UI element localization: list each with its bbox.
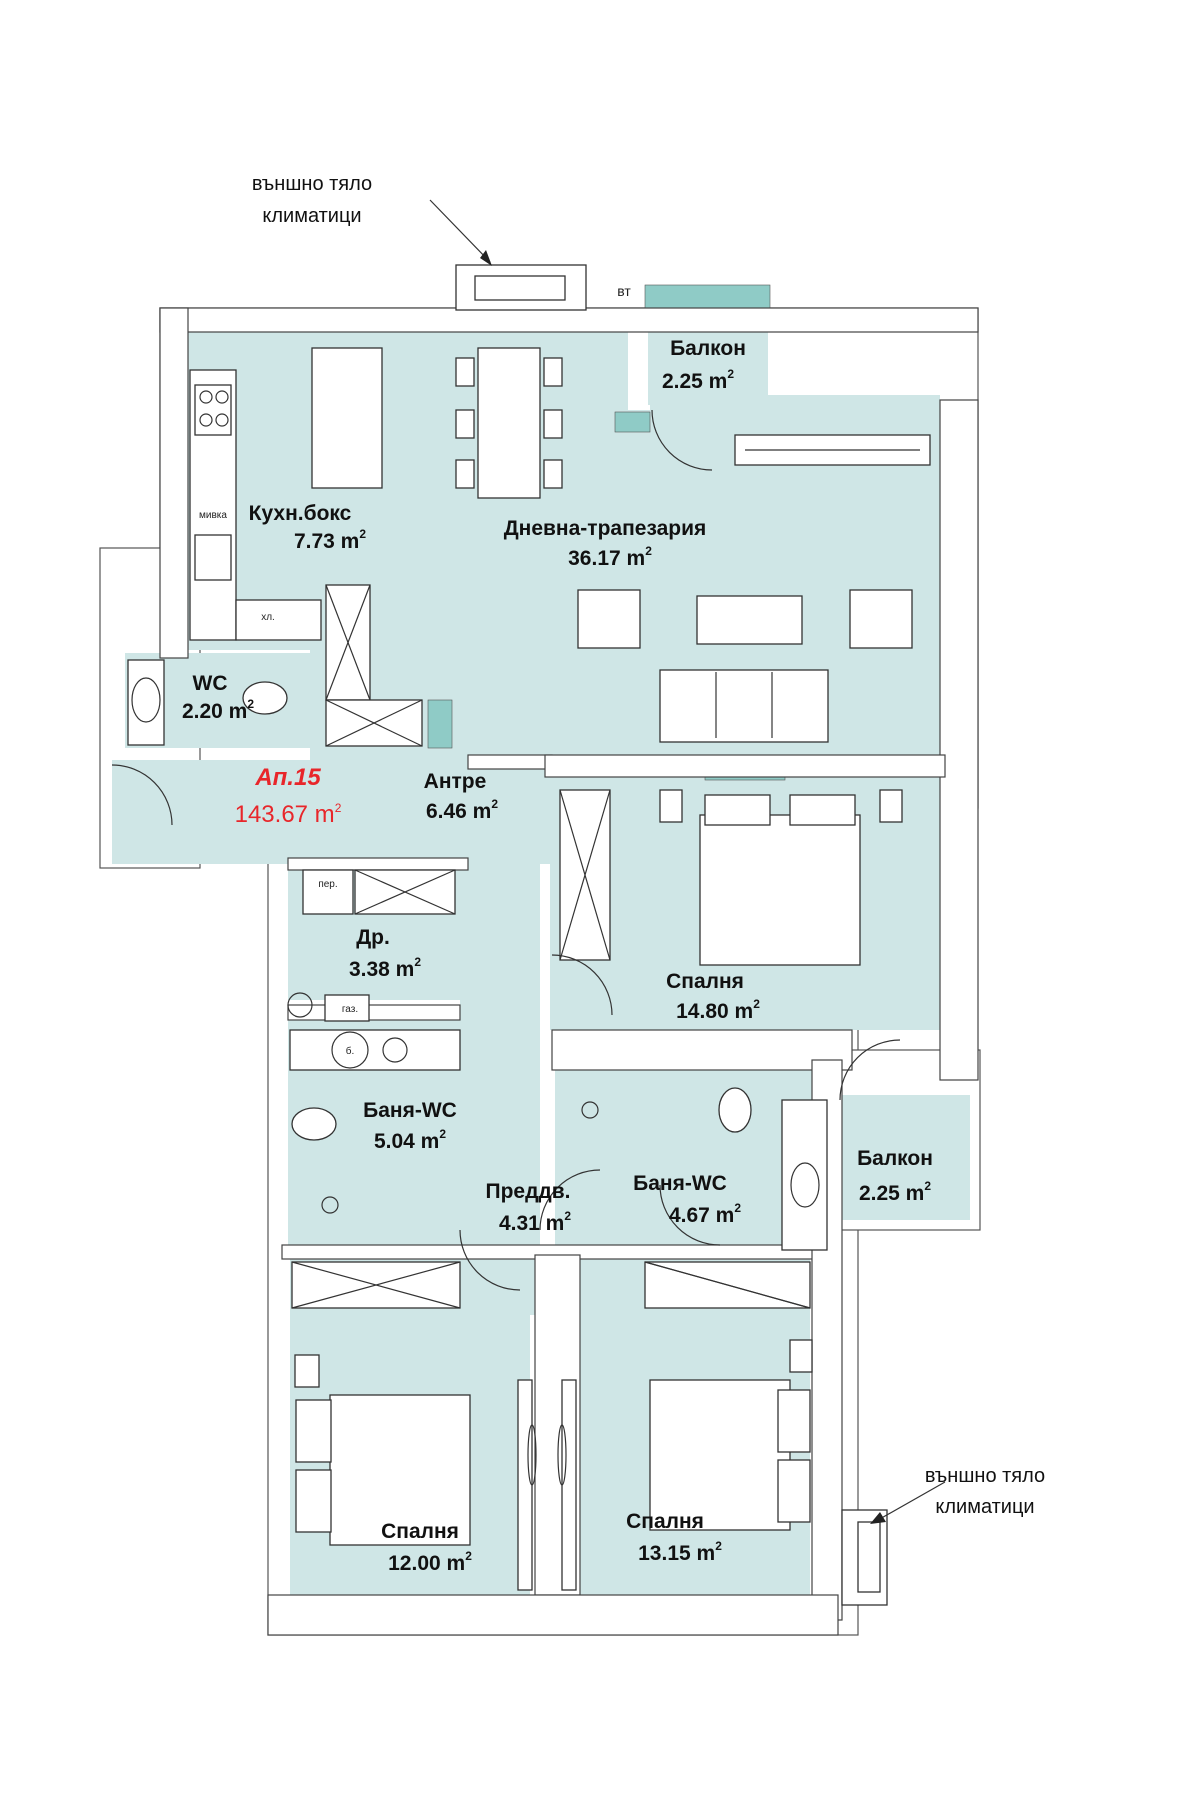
living-furniture xyxy=(577,434,931,743)
wardrobes xyxy=(291,584,811,1309)
bath1-name: Баня-WC xyxy=(363,1099,457,1122)
kitchen-name: Кухн.бокс xyxy=(249,502,352,525)
doors xyxy=(111,409,901,1291)
gas-label: газ. xyxy=(342,1004,358,1015)
fridge-label: хл. xyxy=(261,612,275,623)
ac-top-line2: климатици xyxy=(262,205,361,227)
apartment-name: Ап.15 xyxy=(254,764,321,791)
ac-bottom-line1: външно тяло xyxy=(925,1465,1045,1487)
kitchen-fixtures: мивка хл. xyxy=(189,347,383,641)
boiler-label: б. xyxy=(346,1045,355,1057)
wc-name: WC xyxy=(193,672,228,695)
kitchen-area: 7.73 m2 xyxy=(294,527,366,553)
ac-bottom-line2: климатици xyxy=(935,1496,1034,1518)
entrance-area: 6.46 m2 xyxy=(426,797,498,823)
storage-area: 3.38 m2 xyxy=(349,955,421,981)
wc-area: 2.20 m2 xyxy=(182,697,254,723)
hall-area: 4.31 m2 xyxy=(499,1209,571,1235)
ac-top-line1: външно тяло xyxy=(252,173,372,195)
bedroom-left-name: Спалня xyxy=(381,1520,459,1543)
living-area: 36.17 m2 xyxy=(568,544,652,570)
bedroom-main-name: Спалня xyxy=(666,970,744,993)
washer-label: пер. xyxy=(318,879,337,890)
storage-name: Др. xyxy=(356,926,390,949)
floor-entrance xyxy=(112,760,562,864)
balcony-top-name: Балкон xyxy=(670,337,746,360)
bedroom-left-area: 12.00 m2 xyxy=(388,1549,472,1575)
balcony-right-name: Балкон xyxy=(857,1147,933,1170)
bedroom-main-area: 14.80 m2 xyxy=(676,997,760,1023)
ac-units xyxy=(429,199,946,1606)
bedroom-right-name: Спалня xyxy=(626,1510,704,1533)
entrance-name: Антре xyxy=(424,770,487,793)
bath2-name: Баня-WC xyxy=(633,1172,727,1195)
bedroom-right-area: 13.15 m2 xyxy=(638,1539,722,1565)
hall-name: Преддв. xyxy=(485,1180,570,1203)
floor-hall xyxy=(460,860,540,1315)
dining-table xyxy=(455,347,563,499)
balcony-top-area: 2.25 m2 xyxy=(662,367,734,393)
sanitary: б. газ. пер. xyxy=(127,659,828,1251)
bath1-area: 5.04 m2 xyxy=(374,1127,446,1153)
beds xyxy=(294,789,903,1546)
sliding-doors xyxy=(517,1379,577,1591)
sink-label: мивка xyxy=(199,510,227,521)
balcony-right-area: 2.25 m2 xyxy=(859,1179,931,1205)
apartment-area: 143.67 m2 xyxy=(235,801,342,828)
labels: външно тяло климатици вт Балкон 2.25 m2 … xyxy=(182,173,1045,1575)
floor-bath2 xyxy=(555,1070,815,1245)
vt-label: вт xyxy=(617,283,631,299)
floor-balcony-right xyxy=(842,1095,970,1220)
living-name: Дневна-трапезария xyxy=(504,517,707,540)
bath2-area: 4.67 m2 xyxy=(669,1201,741,1227)
